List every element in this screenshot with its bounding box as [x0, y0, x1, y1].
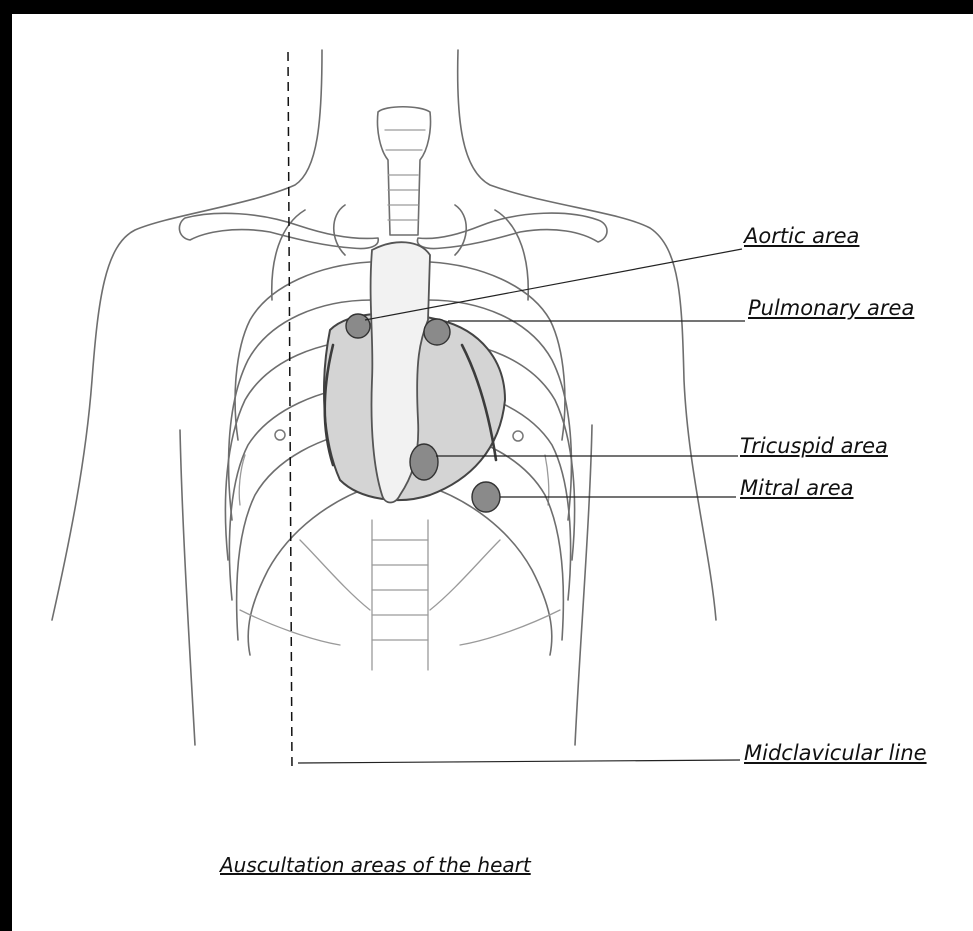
tricuspid-area-label: Tricuspid area — [740, 436, 888, 457]
diagram-caption: Auscultation areas of the heart — [220, 855, 531, 875]
pulmonary-area-marker — [424, 319, 450, 345]
aortic-area-marker — [346, 314, 370, 338]
mitral-area-label: Mitral area — [740, 478, 854, 499]
pulmonary-area-label: Pulmonary area — [748, 298, 914, 319]
midclavicular-line-label: Midclavicular line — [744, 743, 927, 764]
aortic-area-label: Aortic area — [744, 226, 859, 247]
midclavicular-dashed-line — [288, 52, 292, 770]
trachea — [377, 107, 430, 235]
left-nipple-marker — [275, 430, 285, 440]
mitral-area-marker — [472, 482, 500, 512]
right-nipple-marker — [513, 431, 523, 441]
tricuspid-area-marker — [410, 444, 438, 480]
midclavicular-pointer-line — [298, 760, 740, 763]
spine — [372, 520, 428, 670]
